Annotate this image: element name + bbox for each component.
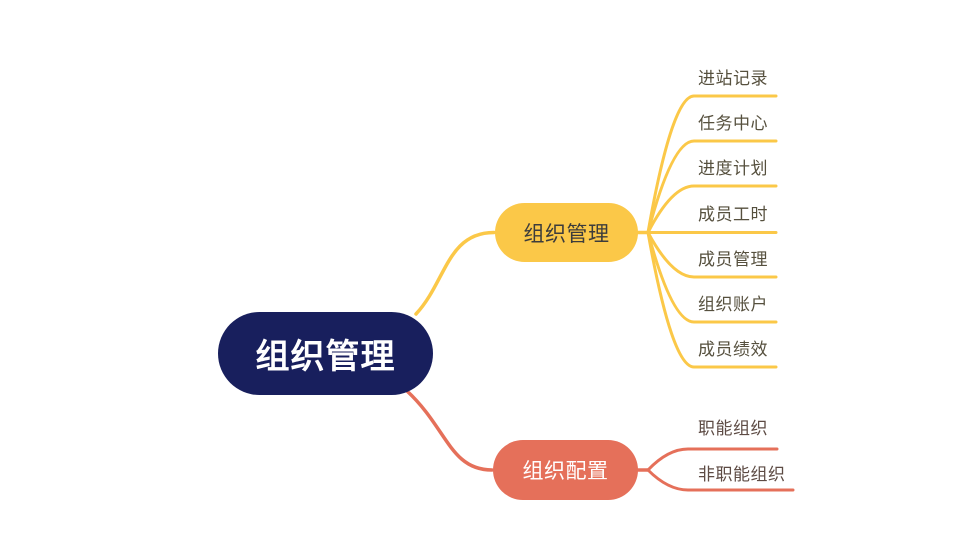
branch-node-org-management[interactable]: 组织管理 — [495, 203, 638, 262]
leaf-node-progress-plan[interactable]: 进度计划 — [698, 159, 768, 178]
leaf-node-member-performance[interactable]: 成员绩效 — [698, 340, 768, 359]
connector-leaf-0-2 — [646, 184, 778, 234]
leaf-node-task-center[interactable]: 任务中心 — [698, 114, 768, 133]
connector-root-to-branch-1 — [405, 389, 494, 472]
leaf-node-station-records[interactable]: 进站记录 — [698, 69, 768, 88]
connector-leaf-0-0 — [646, 94, 778, 234]
leaf-node-member-hours[interactable]: 成员工时 — [698, 205, 768, 224]
connector-leaf-1-0 — [646, 447, 779, 472]
leaf-node-functional-org[interactable]: 职能组织 — [698, 419, 768, 438]
connector-leaf-0-1 — [646, 139, 778, 234]
connector-leaf-0-5 — [646, 231, 778, 324]
leaf-node-org-account[interactable]: 组织账户 — [698, 295, 768, 314]
connector-leaf-1-1 — [646, 468, 795, 492]
connector-leaf-0-6 — [646, 231, 778, 369]
leaf-node-member-management[interactable]: 成员管理 — [698, 250, 768, 269]
leaf-node-non-functional-org[interactable]: 非职能组织 — [698, 465, 786, 484]
root-node[interactable]: 组织管理 — [218, 312, 433, 395]
connector-root-to-branch-0 — [414, 230, 496, 316]
branch-node-org-config[interactable]: 组织配置 — [493, 440, 638, 500]
connector-leaf-0-4 — [646, 231, 778, 279]
